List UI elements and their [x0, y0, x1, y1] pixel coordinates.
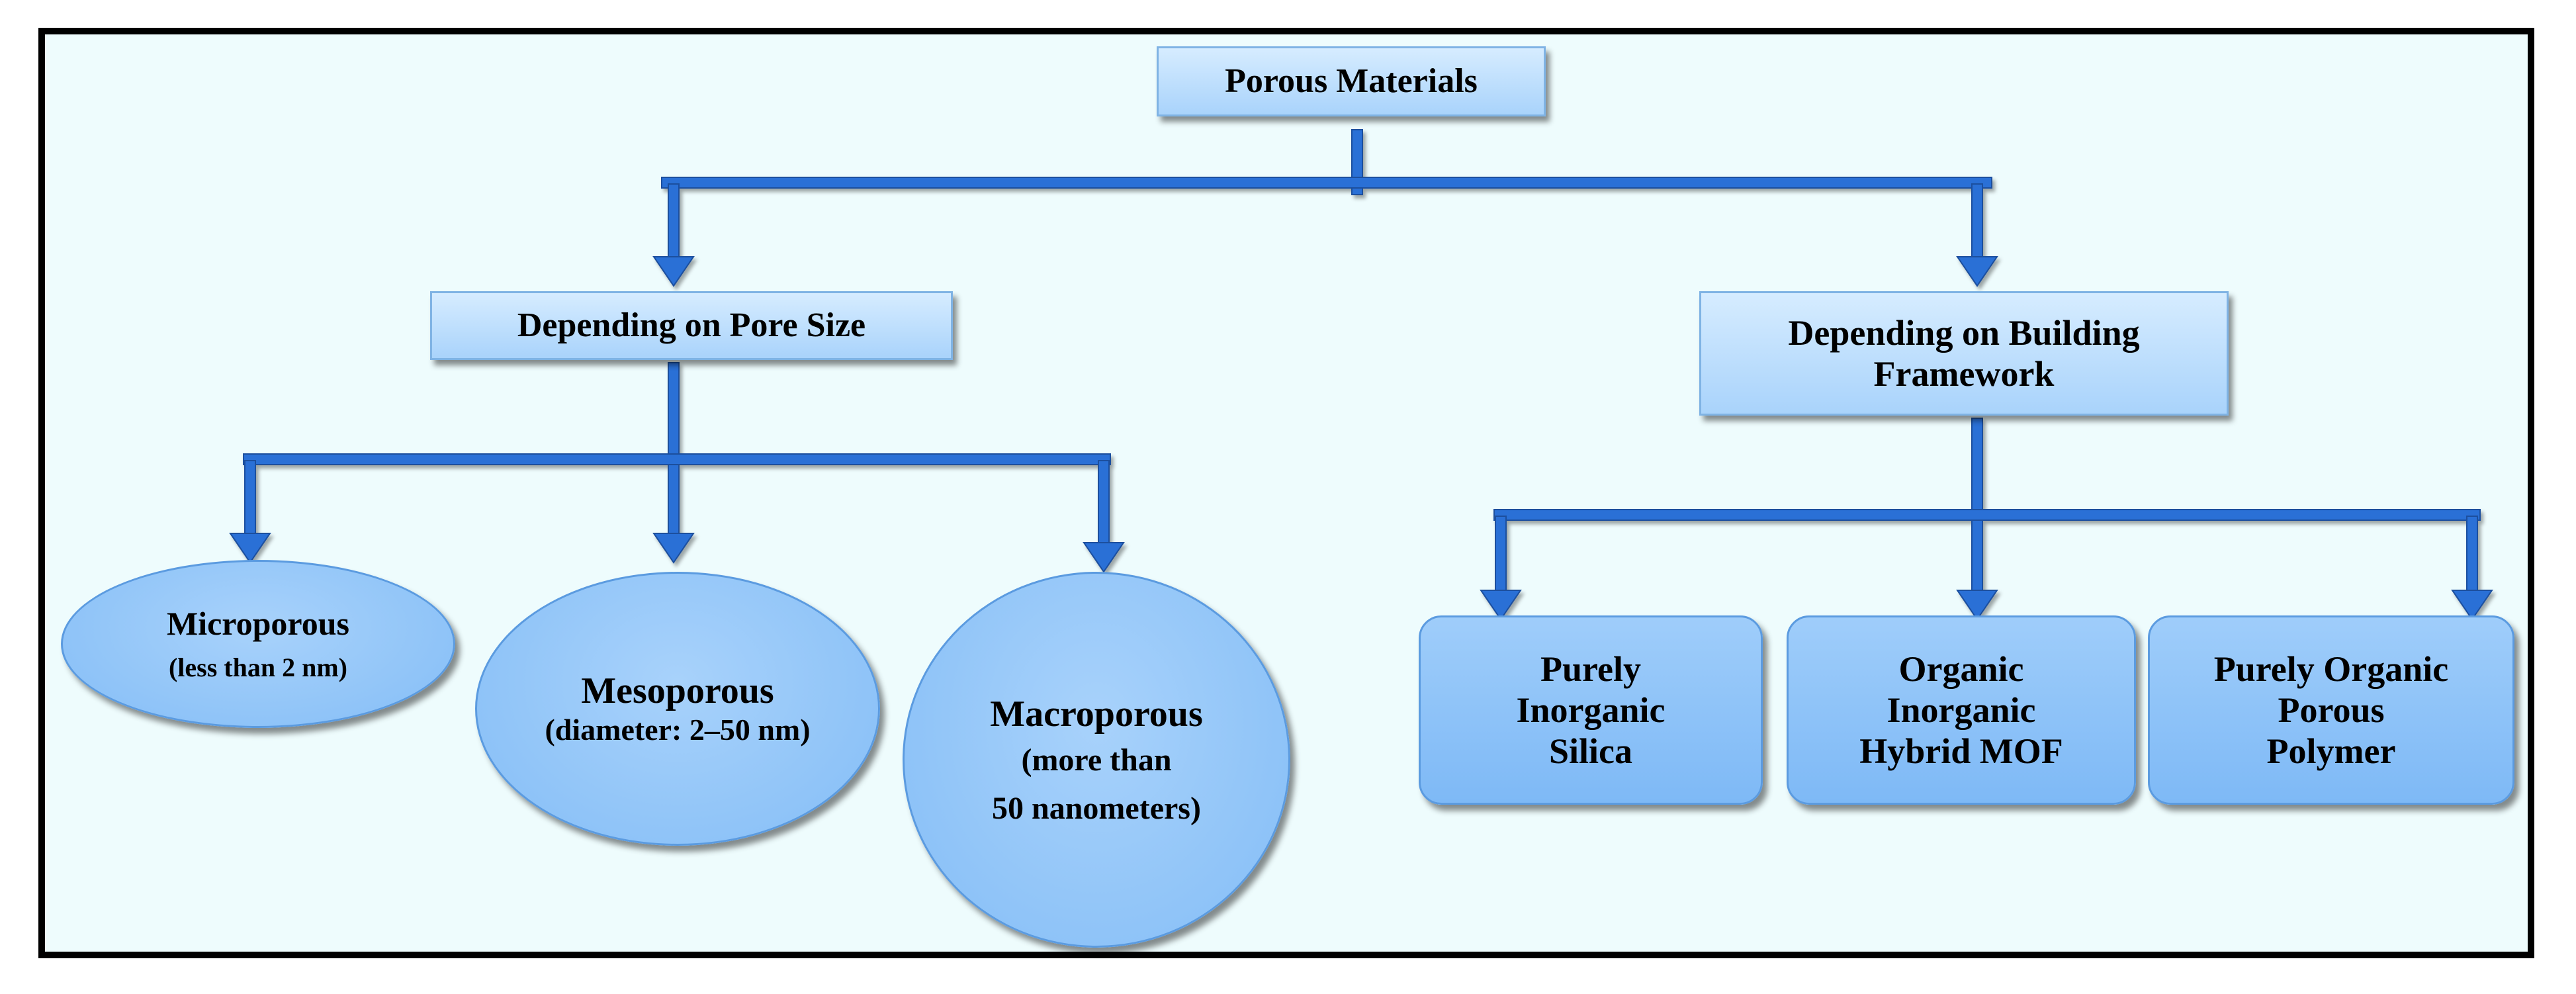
framework-label-line1: Depending on Building	[1788, 312, 2140, 353]
stem-macroporous	[1098, 460, 1110, 547]
macroporous-detail-line2: 50 nanometers)	[992, 791, 1201, 827]
microporous-detail: (less than 2 nm)	[168, 652, 348, 682]
arrow-mesoporous	[652, 533, 695, 564]
macroporous-name: Macroporous	[990, 693, 1203, 735]
framework-node: Depending on Building Framework	[1699, 291, 2229, 416]
arrow-mof	[1956, 590, 1998, 621]
macroporous-detail-line1: (more than	[1021, 743, 1172, 778]
top-bus	[661, 177, 1992, 189]
root-node: Porous Materials	[1157, 46, 1546, 116]
stem-framework	[1971, 183, 1983, 259]
stem-pore-size	[668, 183, 680, 259]
silica-line2: Inorganic	[1516, 690, 1666, 730]
arrow-microporous	[229, 533, 271, 564]
root-label: Porous Materials	[1225, 62, 1478, 101]
silica-line1: Purely	[1540, 649, 1641, 689]
arrow-macroporous	[1083, 542, 1125, 573]
polymer-line3: Polymer	[2266, 731, 2396, 772]
pore-size-node: Depending on Pore Size	[430, 291, 953, 360]
silica-line3: Silica	[1548, 731, 1632, 772]
mesoporous-name: Mesoporous	[581, 670, 774, 712]
macroporous-node: Macroporous (more than 50 nanometers)	[903, 572, 1290, 948]
microporous-name: Microporous	[167, 605, 349, 643]
pore-size-bus	[243, 453, 1111, 465]
framework-stem	[1971, 418, 1983, 596]
stem-microporous	[244, 460, 256, 541]
mof-line2: Inorganic	[1887, 690, 2036, 730]
silica-node: Purely Inorganic Silica	[1419, 615, 1763, 805]
framework-bus	[1493, 509, 2481, 521]
mesoporous-node: Mesoporous (diameter: 2–50 nm)	[475, 572, 880, 846]
arrow-silica	[1480, 590, 1522, 621]
polymer-line1: Purely Organic	[2213, 649, 2449, 689]
stem-polymer	[2466, 516, 2478, 595]
arrow-polymer	[2451, 590, 2493, 621]
pore-size-label: Depending on Pore Size	[517, 306, 866, 345]
mof-line1: Organic	[1898, 649, 2024, 689]
mof-line3: Hybrid MOF	[1859, 731, 2063, 772]
framework-label-line2: Framework	[1873, 354, 2055, 394]
polymer-node: Purely Organic Porous Polymer	[2148, 615, 2514, 805]
polymer-line2: Porous	[2278, 690, 2385, 730]
pore-size-stem	[668, 362, 680, 542]
arrow-framework	[1956, 256, 1998, 287]
arrow-pore-size	[652, 256, 695, 287]
mesoporous-detail: (diameter: 2–50 nm)	[545, 712, 811, 746]
stem-silica	[1495, 516, 1507, 595]
microporous-node: Microporous (less than 2 nm)	[61, 560, 455, 728]
mof-node: Organic Inorganic Hybrid MOF	[1787, 615, 2136, 805]
